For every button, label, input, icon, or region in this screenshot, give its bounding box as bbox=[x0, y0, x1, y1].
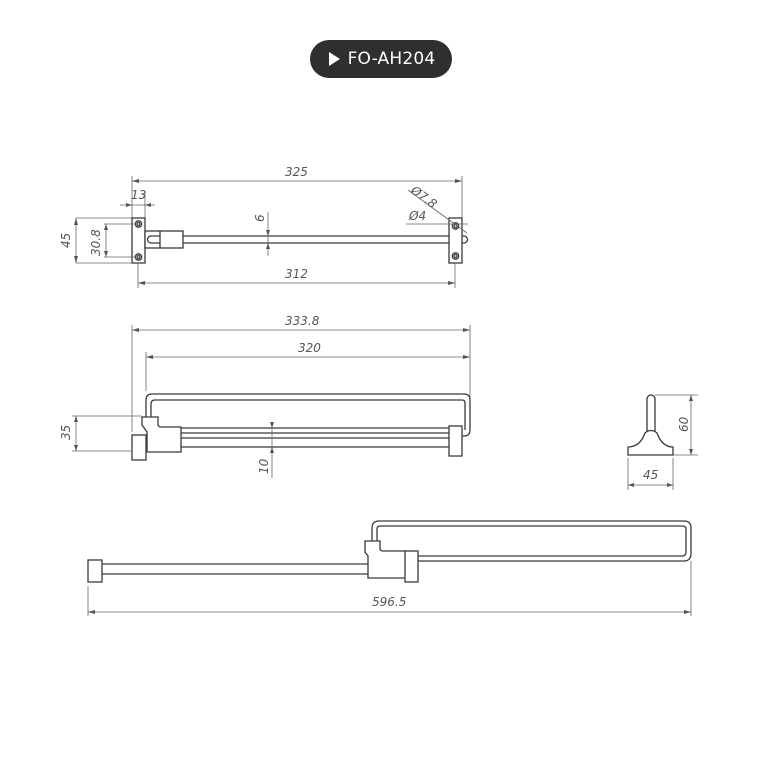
model-badge: FO-AH204 bbox=[310, 40, 452, 78]
dim-hole-inner-diameter: Ø4 bbox=[408, 209, 426, 223]
dim-rod-gap: 10 bbox=[257, 458, 271, 474]
dim-front-frame: 320 bbox=[298, 341, 321, 355]
play-triangle-icon bbox=[328, 52, 340, 66]
model-number: FO-AH204 bbox=[347, 49, 436, 69]
dim-top-overall: 325 bbox=[285, 165, 308, 179]
front-view: 333.8 320 35 10 bbox=[59, 314, 471, 478]
dim-bracket-width: 13 bbox=[131, 188, 146, 202]
dim-front-overall: 333.8 bbox=[285, 314, 320, 328]
dim-side-width: 45 bbox=[643, 468, 658, 482]
side-view: 60 45 bbox=[627, 394, 698, 490]
dim-hole-outer-diameter: Ø7.8 bbox=[407, 183, 439, 212]
extended-view: 596.5 bbox=[87, 520, 692, 616]
dim-rod-diameter: 6 bbox=[253, 214, 267, 222]
dim-side-height: 60 bbox=[677, 416, 691, 432]
top-view: 325 13 45 30.8 bbox=[59, 165, 469, 288]
dim-hole-spacing: 30.8 bbox=[89, 229, 103, 256]
dim-extended-length: 596.5 bbox=[372, 595, 406, 609]
dim-top-inner: 312 bbox=[285, 267, 308, 281]
dim-bracket-height: 45 bbox=[59, 233, 73, 248]
dim-front-height: 35 bbox=[59, 425, 73, 440]
